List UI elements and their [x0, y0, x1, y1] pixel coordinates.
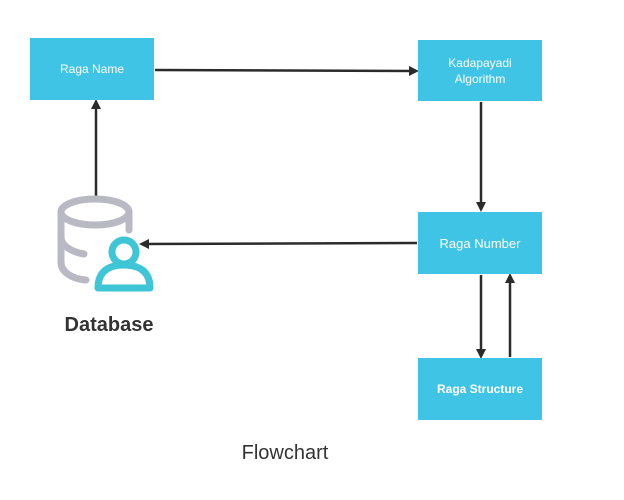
arrow-name-to-algorithm: [154, 65, 419, 76]
node-raga-number: Raga Number: [418, 212, 542, 274]
node-raga-structure: Raga Structure: [418, 358, 542, 420]
node-kadapayadi-algorithm: Kadapayadi Algorithm: [418, 40, 542, 101]
database-icon: [57, 195, 133, 284]
arrow-number-to-database: [139, 238, 418, 249]
user-icon: [94, 236, 154, 292]
node-raga-name: Raga Name: [30, 38, 154, 100]
database-label: Database: [64, 314, 154, 336]
node-kadapayadi-label-line2: Algorithm: [454, 71, 506, 86]
node-raga-number-label: Raga Number: [439, 235, 521, 251]
node-raga-name-label: Raga Name: [59, 62, 125, 76]
node-kadapayadi-label-line1: Kadapayadi: [448, 55, 512, 70]
diagram-caption: Flowchart: [241, 442, 329, 464]
node-raga-structure-label: Raga Structure: [436, 382, 524, 396]
